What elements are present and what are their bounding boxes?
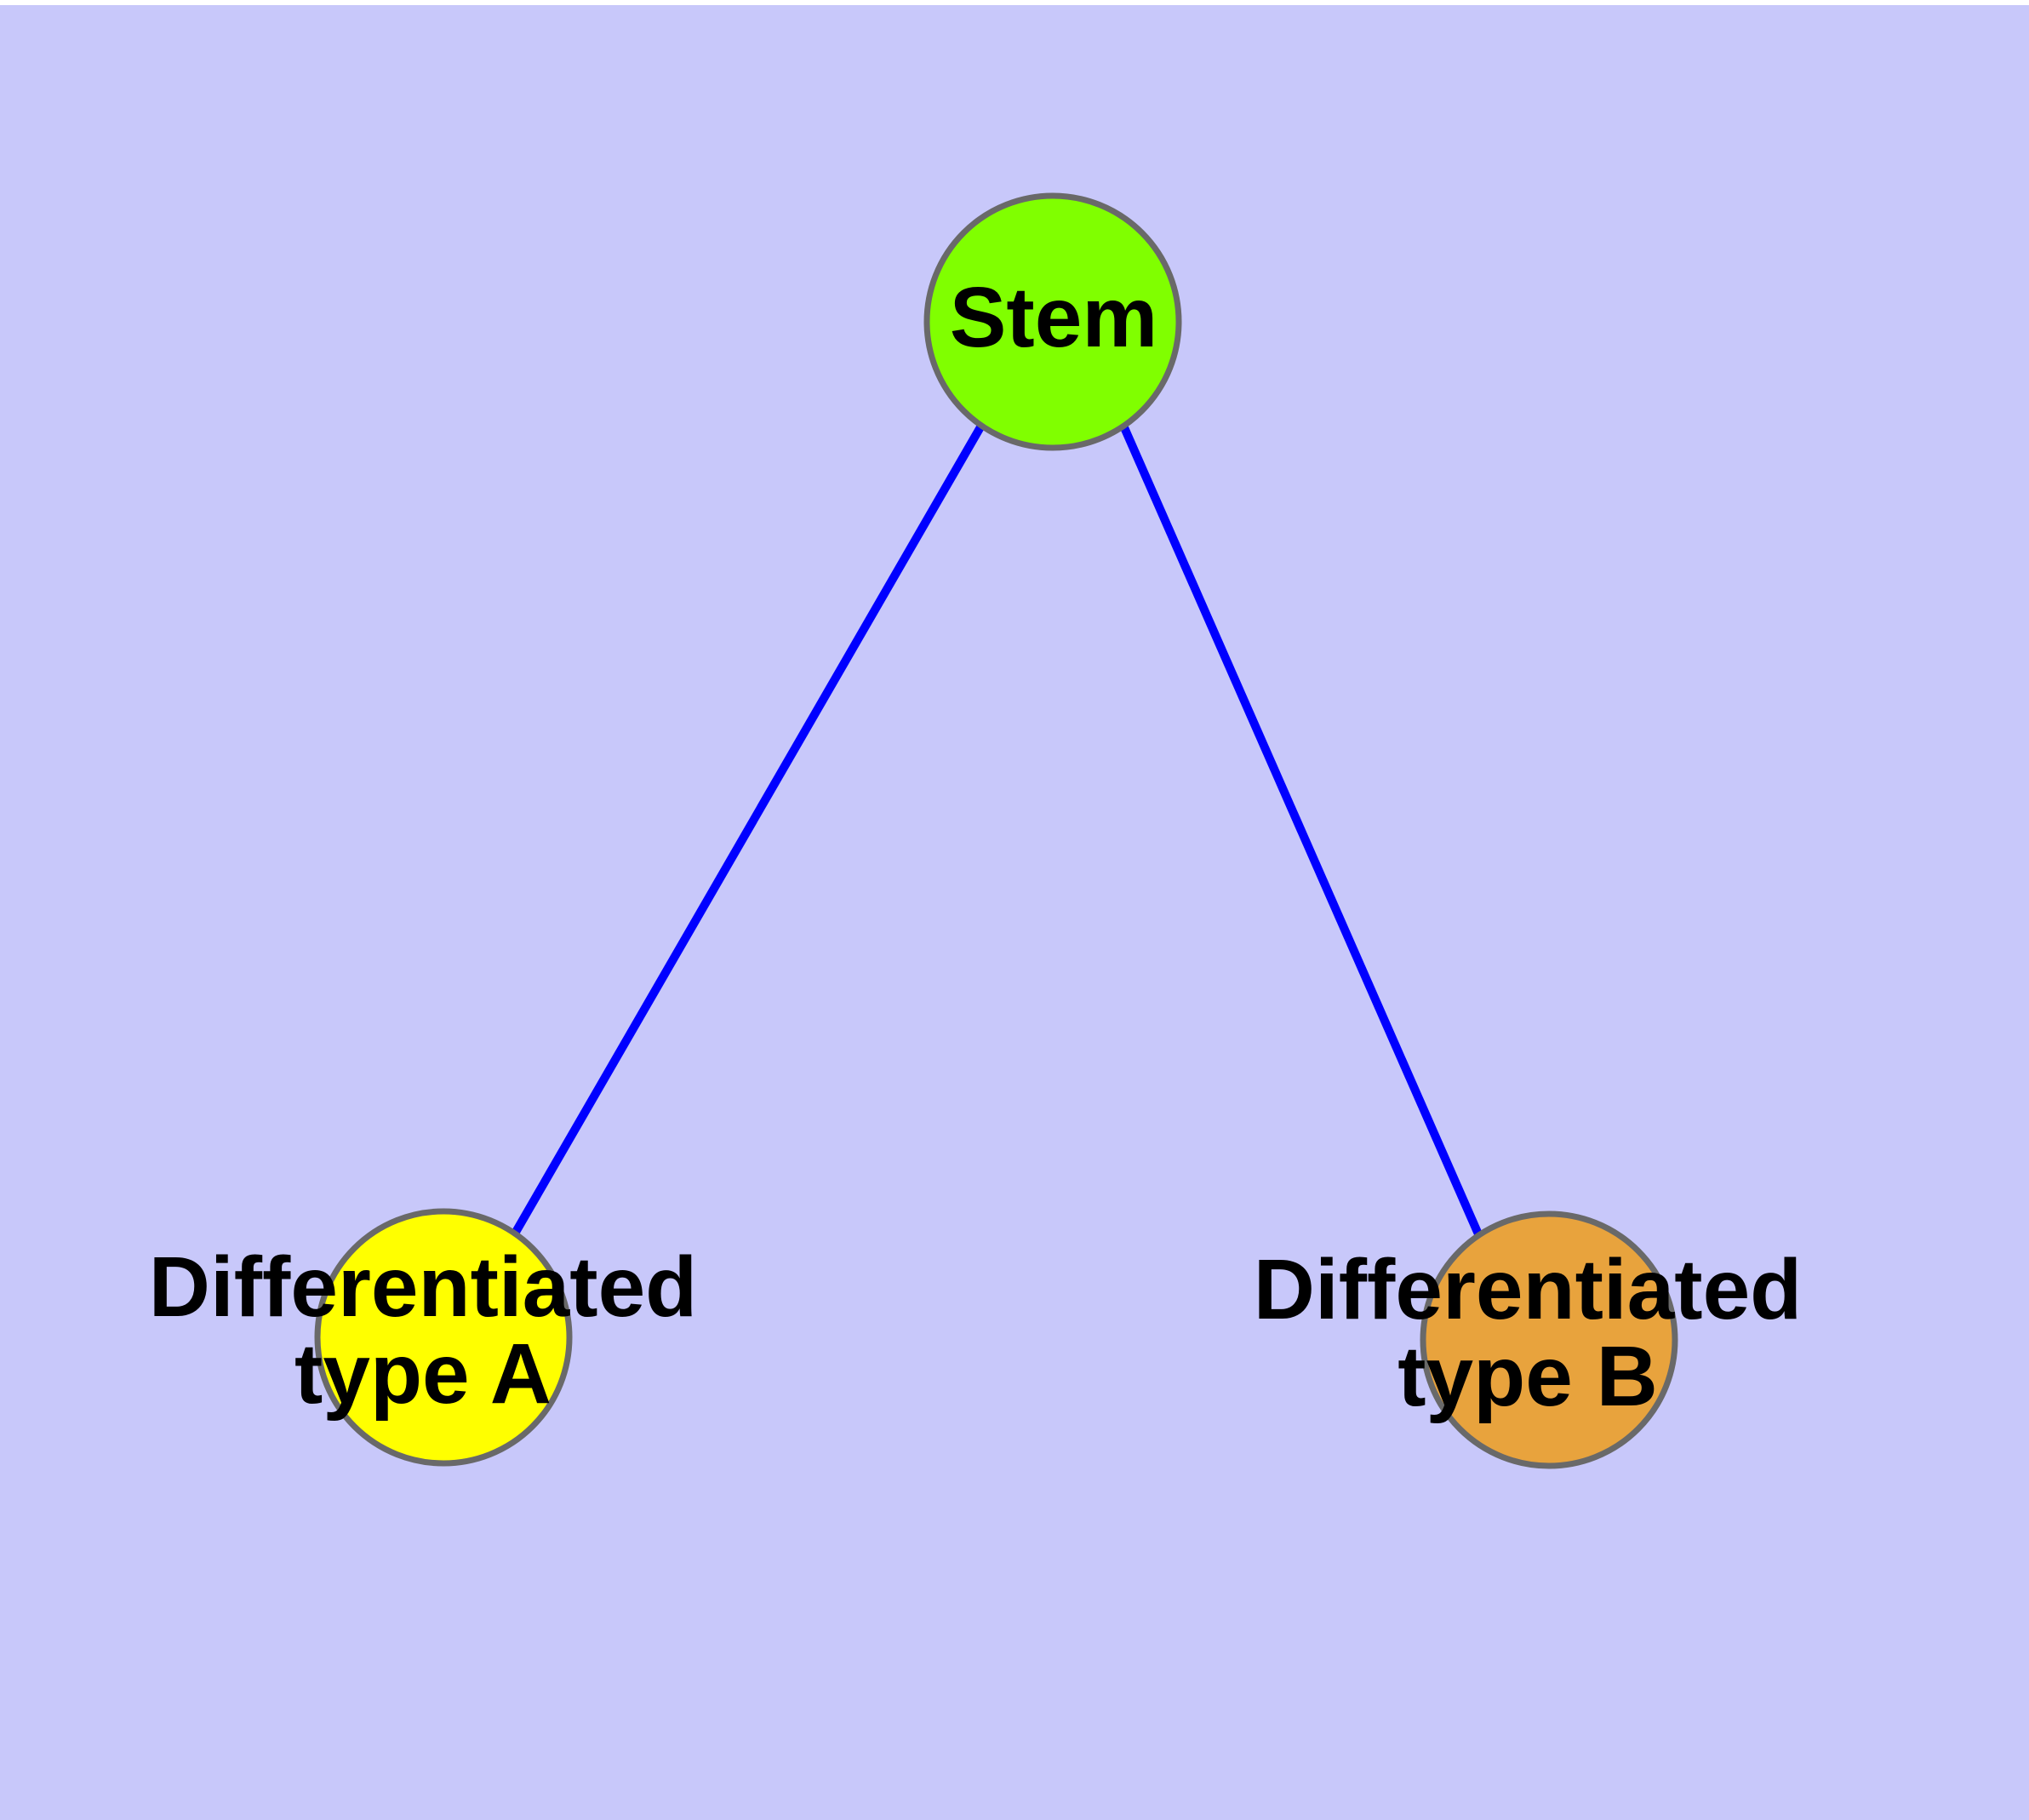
edge-stem-to-diff-b[interactable] [1119, 423, 1483, 1239]
node-stem[interactable]: Stem [923, 192, 1182, 451]
node-differentiated-type-b-circle[interactable] [1420, 1210, 1678, 1469]
node-differentiated-type-a-circle[interactable] [314, 1208, 573, 1467]
node-stem-label: Stem [950, 270, 1158, 365]
node-stem-circle[interactable] [923, 192, 1182, 451]
edge-stem-to-diff-a[interactable] [511, 423, 986, 1236]
edge-layer [511, 423, 1483, 1239]
